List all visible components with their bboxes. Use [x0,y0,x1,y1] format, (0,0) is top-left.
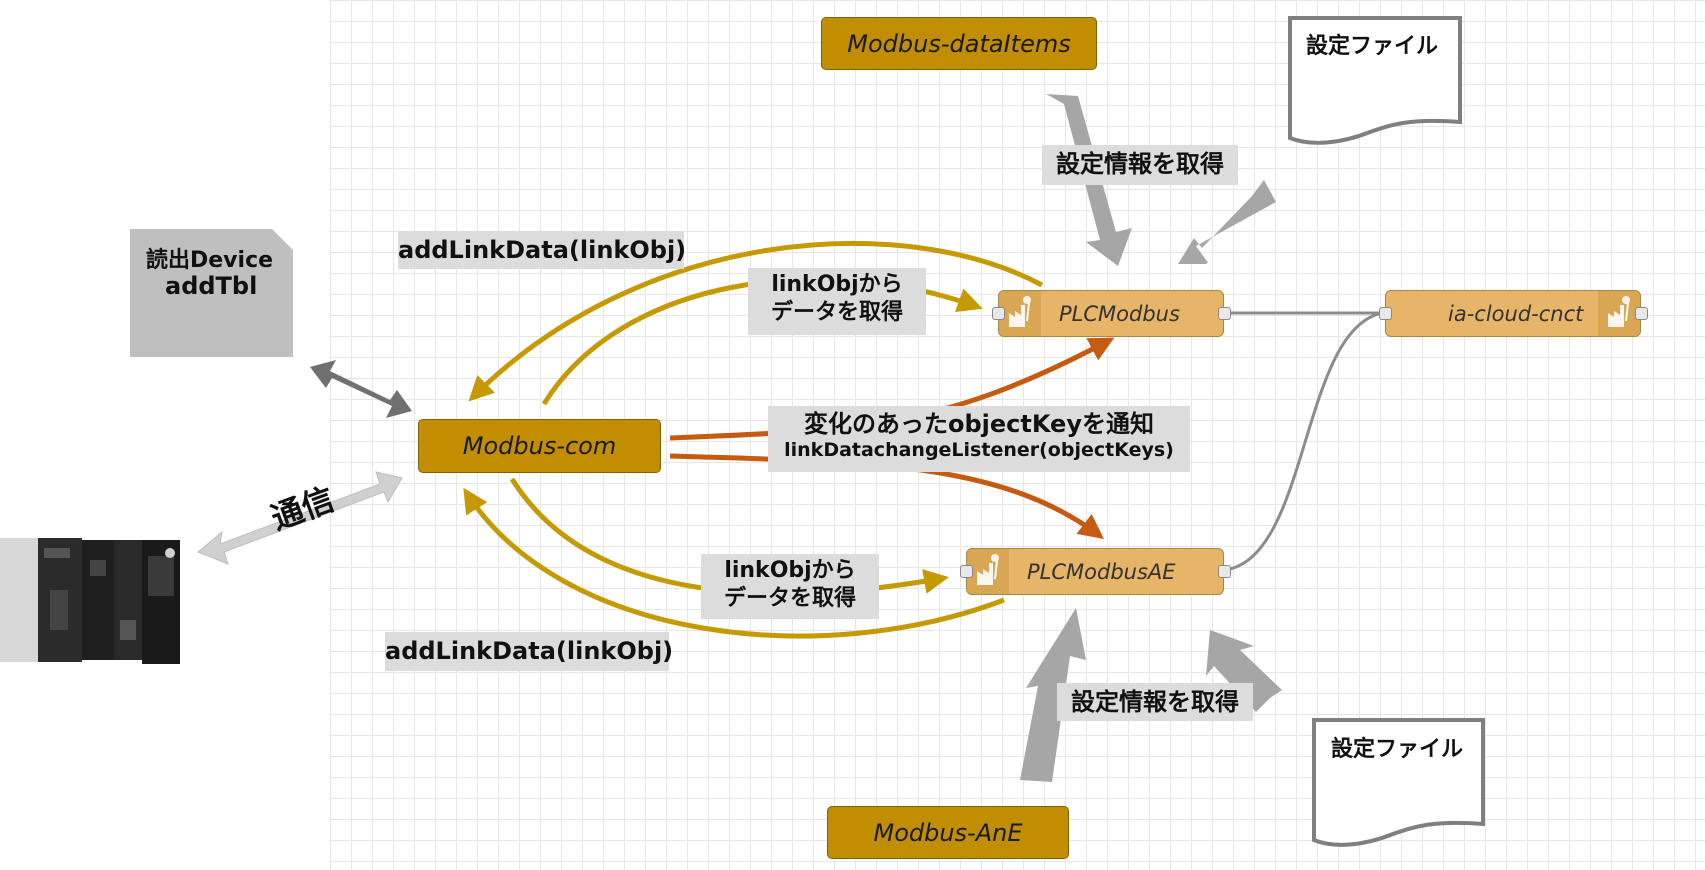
node-ia-cloud-cnct[interactable]: ia-cloud-cnct [1385,290,1641,337]
factory-icon [967,549,1009,594]
label-get-settings-bottom: 設定情報を取得 [1057,683,1253,721]
label-line: linkDatachangeListener(objectKeys) [784,439,1174,461]
node-plcmodbus[interactable]: PLCModbus [998,290,1224,337]
node-modbus-dataitems[interactable]: Modbus-dataItems [821,17,1097,70]
input-port[interactable] [1379,307,1392,320]
label-getdata-top: linkObjから データを取得 [748,268,926,335]
factory-icon [999,291,1041,336]
label-addlinkdata-bottom: addLinkData(linkObj) [385,632,673,671]
label-line: 変化のあったobjectKeyを通知 [804,410,1154,438]
label-addlinkdata-top: addLinkData(linkObj) [398,231,686,269]
node-modbus-ane[interactable]: Modbus-AnE [827,806,1069,859]
settings-file-top: 設定ファイル [1306,34,1439,59]
node-label: PLCModbus [1059,301,1180,326]
settings-arrow-bottom-left [1020,608,1086,782]
arrow-addlinkdata-bottom [463,487,1005,639]
factory-icon [1598,291,1640,336]
output-port[interactable] [1218,565,1231,578]
node-modbus-com[interactable]: Modbus-com [418,419,661,473]
label-line: linkObjから [724,558,856,583]
device-table-title: 読出Device [146,248,274,273]
settings-file-bottom: 設定ファイル [1331,737,1464,762]
wire-plcmodbusae-to-iacloud [1223,311,1383,572]
label-get-settings-top: 設定情報を取得 [1042,145,1238,185]
label-line: データを取得 [723,585,856,611]
double-arrow-comm [197,471,403,565]
label-line: linkObjから [771,272,903,297]
device-table-name: addTbl [165,272,258,300]
node-label: PLCModbusAE [1027,559,1176,584]
node-label: ia-cloud-cnct [1448,301,1584,326]
label-getdata-bottom: linkObjから データを取得 [701,554,879,619]
label-line: データを取得 [770,299,903,325]
input-port[interactable] [992,307,1005,320]
input-port[interactable] [960,565,973,578]
settings-arrow-top-right [1178,180,1276,264]
output-port[interactable] [1635,307,1648,320]
node-plcmodbusae[interactable]: PLCModbusAE [966,548,1224,595]
arrow-addlinkdata-top [468,240,1044,402]
output-port[interactable] [1218,307,1231,320]
double-arrow-addtbl [310,360,412,418]
label-notify: 変化のあったobjectKeyを通知 linkDatachangeListene… [768,406,1190,472]
settings-arrow-bottom-right [1206,630,1282,712]
